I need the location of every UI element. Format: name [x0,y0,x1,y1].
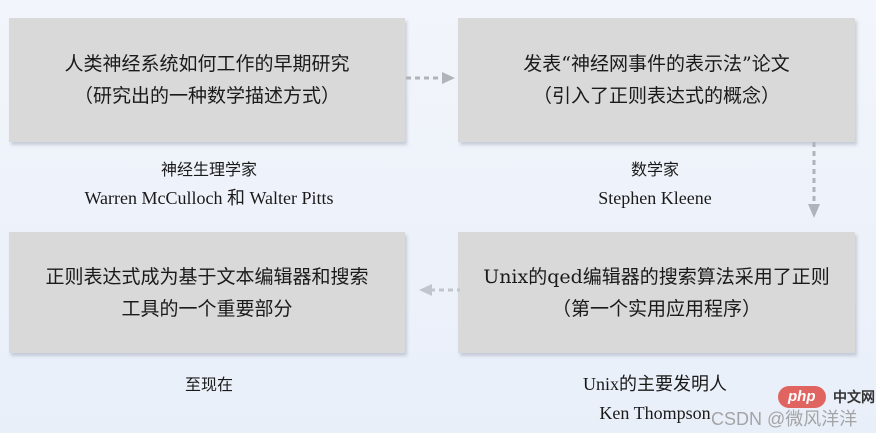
arrow-down-icon [808,142,820,218]
node-unix-qed: Unix的qed编辑器的搜索算法采用了正则 （第一个实用应用程序） [458,232,855,353]
node-text-line: （引入了正则表达式的概念） [532,85,780,107]
caption-neurophysiologists: 神经生理学家 Warren McCulloch 和 Walter Pitts [9,155,409,213]
node-text-line: 正则表达式成为基于文本编辑器和搜索 [45,265,369,288]
node-text-line: 人类神经系统如何工作的早期研究 [64,53,350,75]
node-text-line: 发表“神经网事件的表示法”论文 [523,53,790,75]
node-text-line: 工具的一个重要部分 [121,297,293,320]
csdn-credit: CSDN @微风洋洋 [711,409,858,429]
caption-mathematician: 数学家 Stephen Kleene [455,155,855,213]
php-logo-icon: php [778,386,826,408]
caption-person: Warren McCulloch 和 Walter Pitts [84,188,334,208]
caption-role: Unix的主要发明人 [583,374,727,394]
node-text-line: （研究出的一种数学描述方式） [73,85,340,107]
caption-role: 至现在 [184,375,233,394]
node-kleene-paper: 发表“神经网事件的表示法”论文 （引入了正则表达式的概念） [458,18,855,142]
arrow-left-icon [419,284,460,296]
caption-role: 数学家 [630,160,679,179]
node-text-line: （第一个实用应用程序） [551,297,761,320]
node-present-day: 正则表达式成为基于文本编辑器和搜索 工具的一个重要部分 [9,232,405,353]
watermark: php 中文网 CSDN @微风洋洋 [703,383,876,433]
caption-person: Ken Thompson [599,403,711,423]
arrow-right-icon [406,72,455,84]
caption-role: 神经生理学家 [160,160,257,179]
caption-person: Stephen Kleene [598,188,712,208]
node-text-line: Unix的qed编辑器的搜索算法采用了正则 [483,265,830,288]
caption-until-now: 至现在 [9,370,409,399]
php-cn-label: 中文网 [833,389,875,405]
node-early-research: 人类神经系统如何工作的早期研究 （研究出的一种数学描述方式） [9,18,405,142]
caption-unix-inventor: Unix的主要发明人 Ken Thompson [455,370,855,428]
